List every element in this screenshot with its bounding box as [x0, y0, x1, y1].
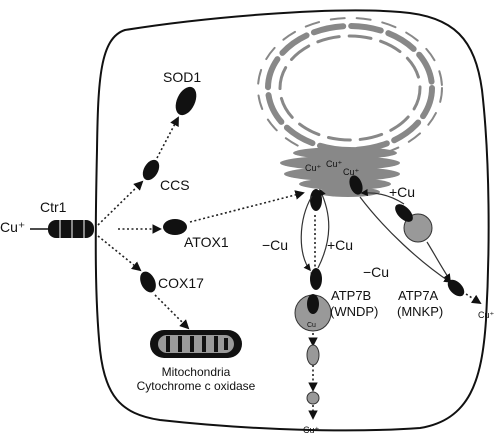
wndp-label: (WNDP) — [330, 304, 378, 319]
atox1-protein — [163, 219, 187, 235]
atp7b-label: ATP7B — [331, 288, 371, 303]
cu-outside-label: Cu⁺ — [0, 219, 25, 235]
golgi-network — [257, 17, 443, 159]
plus-cu-left-label: +Cu — [327, 237, 353, 253]
mitochondrion — [150, 330, 242, 358]
ctr1-transporter — [48, 220, 94, 238]
ctr1-label: Ctr1 — [40, 199, 67, 215]
cytochrome-oxidase-label: Cytochrome c oxidase — [137, 379, 256, 393]
minus-cu-right-label: −Cu — [363, 264, 389, 280]
cell-membrane — [94, 9, 490, 432]
cu-bottom-label: Cu⁺ — [303, 425, 320, 435]
cu-right-label: Cu⁺ — [478, 310, 495, 320]
atp7a-pathway — [349, 175, 465, 297]
cox17-label: COX17 — [158, 275, 204, 291]
golgi-cu-label-1: Cu⁺ — [305, 163, 322, 173]
golgi-cu-label-2: Cu⁺ — [326, 159, 343, 169]
minus-cu-left-label: −Cu — [262, 237, 288, 253]
sod1-label: SOD1 — [163, 69, 201, 85]
atox1-label: ATOX1 — [184, 234, 229, 250]
atp7a-label: ATP7A — [398, 288, 439, 303]
ccs-label: CCS — [160, 177, 190, 193]
golgi-cu-label-3: Cu⁺ — [343, 167, 360, 177]
atp7b-pathway — [294, 188, 332, 405]
sod1-protein — [175, 86, 197, 116]
vesicle-cu-label: Cu — [307, 322, 316, 329]
ccs-protein — [142, 159, 160, 181]
golgi-stack — [280, 147, 400, 197]
mnkp-label: (MNKP) — [397, 304, 443, 319]
plus-cu-right-label: +Cu — [389, 184, 415, 200]
cox17-protein — [140, 271, 156, 293]
mitochondria-label: Mitochondria — [162, 365, 231, 379]
